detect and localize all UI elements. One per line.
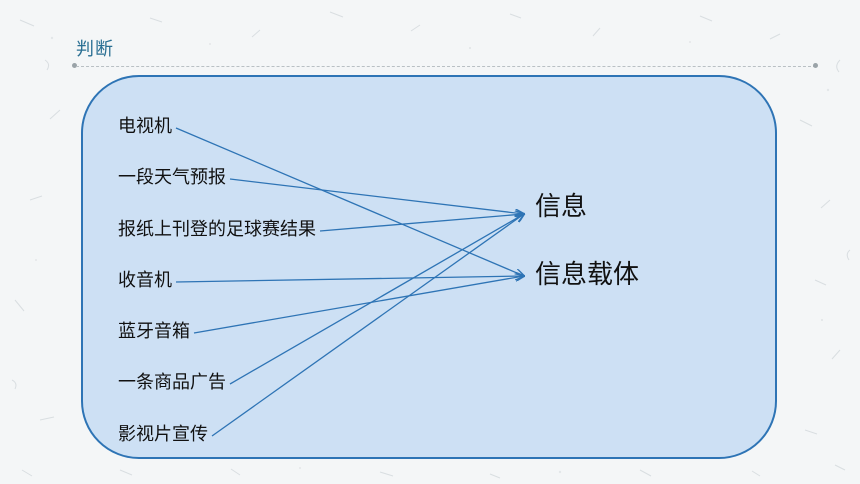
slide-title: 判断 bbox=[76, 39, 114, 60]
item-radio: 收音机 bbox=[118, 270, 172, 291]
title-rule-right-dot bbox=[813, 63, 818, 68]
title-divider bbox=[76, 66, 816, 67]
item-tv: 电视机 bbox=[118, 116, 172, 137]
matching-panel bbox=[81, 75, 777, 459]
item-weather-forecast: 一段天气预报 bbox=[118, 167, 226, 188]
item-bluetooth-speaker: 蓝牙音箱 bbox=[118, 321, 190, 342]
item-newspaper-football-result: 报纸上刊登的足球赛结果 bbox=[118, 219, 316, 240]
item-film-promotion: 影视片宣传 bbox=[118, 424, 208, 445]
target-information: 信息 bbox=[535, 192, 588, 222]
item-product-advertisement: 一条商品广告 bbox=[118, 372, 226, 393]
target-information-carrier: 信息载体 bbox=[535, 260, 640, 290]
title-rule-left-dot bbox=[72, 63, 77, 68]
